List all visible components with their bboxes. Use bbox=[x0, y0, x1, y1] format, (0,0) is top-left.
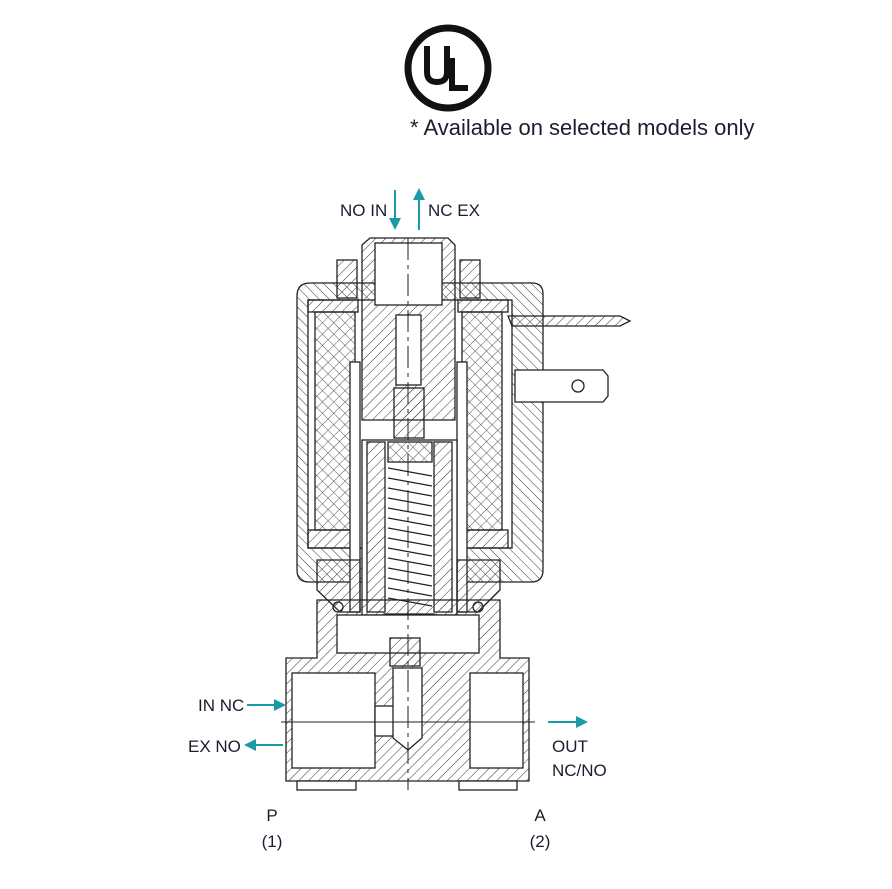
coil-winding-right bbox=[461, 311, 503, 531]
port-a-label: A bbox=[534, 806, 546, 825]
ul-certification-logo bbox=[404, 24, 492, 112]
port-p-label: P bbox=[266, 806, 277, 825]
valve-body bbox=[281, 599, 535, 791]
arrow-left-icon bbox=[244, 739, 283, 751]
electrical-connector bbox=[507, 315, 632, 403]
spring bbox=[387, 467, 433, 607]
label-in-nc: IN NC bbox=[198, 696, 244, 715]
port-a-bore bbox=[469, 672, 524, 769]
port-p-number: (1) bbox=[262, 832, 283, 851]
port-a-number: (2) bbox=[530, 832, 551, 851]
arrow-out-icon bbox=[548, 716, 588, 728]
arrow-down-icon bbox=[389, 190, 401, 230]
arrow-up-icon bbox=[413, 188, 425, 230]
label-no-in: NO IN bbox=[340, 201, 387, 220]
label-nc-no: NC/NO bbox=[552, 761, 607, 780]
label-nc-ex: NC EX bbox=[428, 201, 480, 220]
arrow-right-icon bbox=[247, 699, 286, 711]
port-p-bore bbox=[291, 672, 376, 769]
coil-winding-left bbox=[314, 311, 356, 531]
label-ex-no: EX NO bbox=[188, 737, 241, 756]
label-out: OUT bbox=[552, 737, 588, 756]
footnote: * Available on selected models only bbox=[410, 115, 754, 140]
